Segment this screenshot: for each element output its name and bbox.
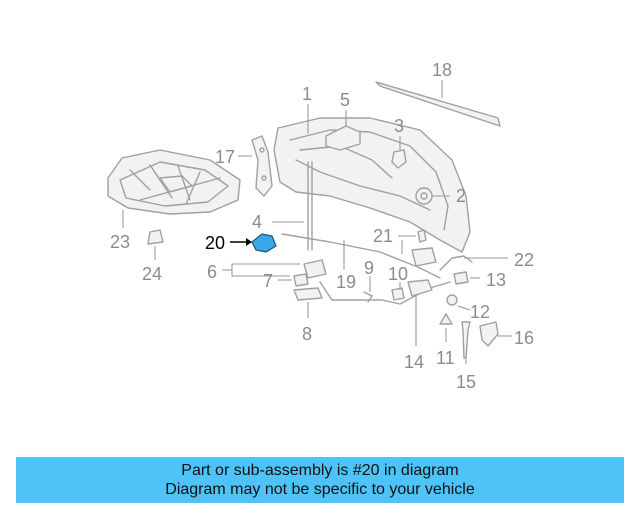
banner-line-2: Diagram may not be specific to your vehi…	[165, 481, 475, 498]
part-13-latch-clip	[453, 271, 480, 285]
callout-20: 20	[205, 233, 225, 253]
callout-6: 6	[207, 262, 217, 282]
callout-4: 4	[252, 212, 262, 232]
callout-23: 23	[110, 232, 130, 252]
part-24-clip	[147, 229, 164, 260]
part-19-release-cable	[281, 233, 451, 305]
callout-5: 5	[340, 90, 350, 110]
callout-22: 22	[514, 250, 534, 270]
callout-18: 18	[432, 60, 452, 80]
info-banner: Part or sub-assembly is #20 in diagram D…	[16, 457, 624, 503]
part-14-lever	[407, 279, 433, 346]
part-23-insulator-pad	[107, 149, 241, 228]
callout-12: 12	[470, 302, 490, 322]
callout-8: 8	[302, 324, 312, 344]
callout-3: 3	[394, 116, 404, 136]
part-20-highlighted[interactable]	[230, 233, 277, 253]
part-11-fastener	[439, 313, 453, 342]
callout-9: 9	[364, 258, 374, 278]
part-12-nut	[446, 294, 471, 311]
callout-21: 21	[373, 226, 393, 246]
callout-10: 10	[388, 264, 408, 284]
part-6-latch	[222, 259, 327, 279]
part-15-pin	[461, 321, 471, 364]
callout-15: 15	[456, 372, 476, 392]
callout-7: 7	[263, 271, 273, 291]
callout-11: 11	[436, 348, 455, 368]
part-5-bracket	[325, 110, 361, 151]
part-18-seal-strip	[375, 80, 501, 127]
callout-16: 16	[514, 328, 534, 348]
part-3-bump-stop	[391, 136, 407, 169]
callout-24: 24	[142, 264, 162, 284]
part-8-release-handle	[293, 287, 323, 318]
part-2-grommet	[415, 187, 450, 205]
part-4-support-rod	[272, 161, 313, 251]
callout-14: 14	[404, 352, 424, 372]
part-22-wire	[439, 255, 508, 271]
part-1-hood-panel	[273, 104, 471, 253]
part-21-bolt	[398, 229, 437, 267]
part-16-bumper	[479, 321, 512, 347]
callout-1: 1	[302, 84, 312, 104]
part-10-clip	[391, 282, 405, 301]
callout-19: 19	[336, 272, 356, 292]
callout-17: 17	[215, 147, 235, 167]
part-7-screw	[278, 273, 309, 287]
callout-13: 13	[486, 270, 506, 290]
parts-diagram: 23 24 17 1 5 3 2	[107, 60, 534, 392]
banner-line-1: Part or sub-assembly is #20 in diagram	[181, 462, 459, 479]
part-17-hinge	[238, 135, 273, 197]
part-9-cable-guide	[363, 276, 373, 303]
callout-2: 2	[456, 186, 466, 206]
